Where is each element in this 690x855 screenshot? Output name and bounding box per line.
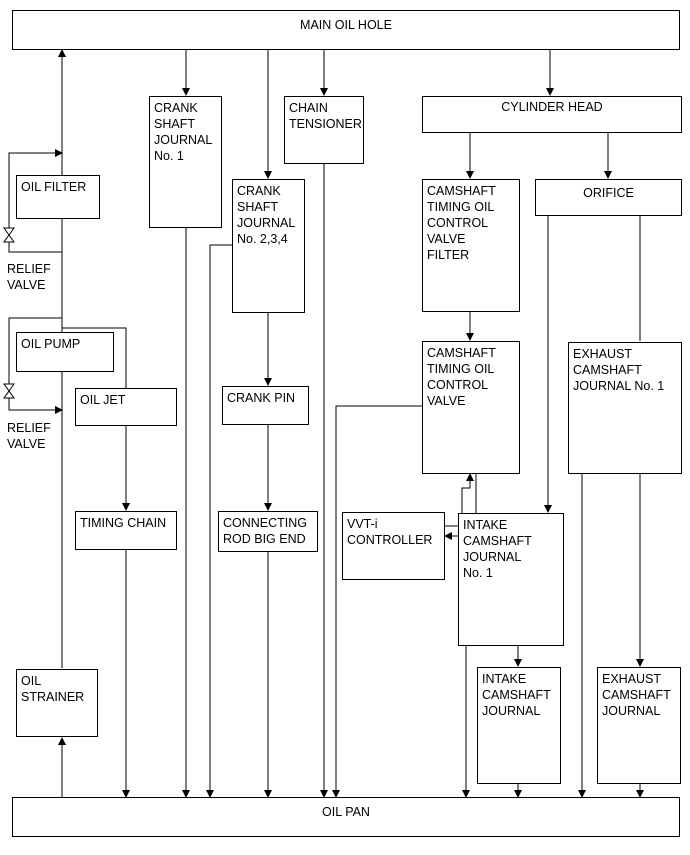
oil-filter-box: OIL FILTER (16, 175, 100, 219)
crankshaft-journal-1-box: CRANK SHAFT JOURNAL No. 1 (149, 96, 222, 228)
relief-valve-lower-symbol (3, 383, 15, 399)
relief-valve-lower-label: RELIEF VALVE (7, 421, 51, 451)
flow-cam-valve-to-pan (332, 405, 422, 798)
oil-jet-box: OIL JET (75, 388, 177, 426)
exhaust-camshaft-journal-box: EXHAUST CAMSHAFT JOURNAL (597, 667, 681, 784)
chain-tensioner-box: CHAIN TENSIONER (284, 96, 364, 164)
relief-valve-upper-symbol (3, 227, 15, 243)
orifice-box: ORIFICE (535, 179, 682, 216)
cam-timing-valve-box: CAMSHAFT TIMING OIL CONTROL VALVE (422, 341, 520, 474)
connecting-rod-big-end-box: CONNECTING ROD BIG END (218, 511, 318, 552)
vvti-controller-box: VVT-i CONTROLLER (342, 512, 445, 580)
relief-valve-upper-label: RELIEF VALVE (7, 262, 51, 292)
main-oil-hole-box: MAIN OIL HOLE (12, 10, 680, 50)
cam-timing-filter-box: CAMSHAFT TIMING OIL CONTROL VALVE FILTER (422, 179, 520, 312)
intake-camshaft-journal-box: INTAKE CAMSHAFT JOURNAL (477, 667, 561, 784)
oil-strainer-box: OIL STRAINER (16, 669, 98, 737)
oil-pump-box: OIL PUMP (16, 332, 114, 372)
oil-pan-box: OIL PAN (12, 797, 680, 837)
intake-camshaft-journal-1-box: INTAKE CAMSHAFT JOURNAL No. 1 (458, 513, 564, 646)
timing-chain-box: TIMING CHAIN (75, 511, 177, 550)
crankshaft-journal-234-box: CRANK SHAFT JOURNAL No. 2,3,4 (232, 179, 305, 313)
exhaust-camshaft-journal-1-box: EXHAUST CAMSHAFT JOURNAL No. 1 (568, 342, 682, 474)
cylinder-head-box: CYLINDER HEAD (422, 96, 682, 133)
crank-pin-box: CRANK PIN (222, 386, 309, 425)
